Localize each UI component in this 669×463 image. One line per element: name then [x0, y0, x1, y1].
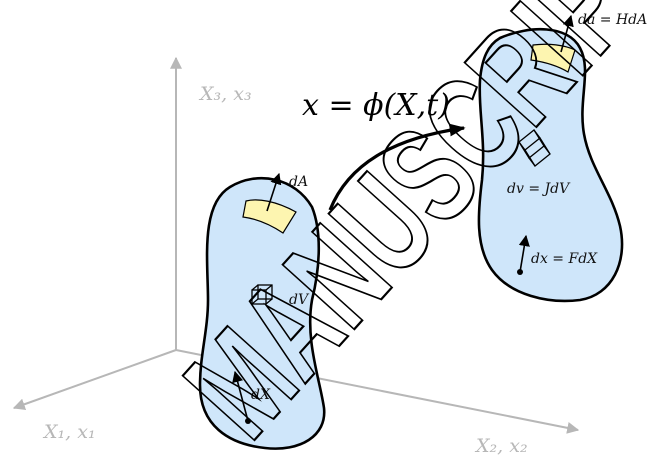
mapping: x = ϕ(X,t) — [302, 88, 466, 211]
reference-area-normal-arrow — [266, 172, 282, 212]
x1-axis-label: X₁, x₁ — [42, 421, 96, 443]
current-volume-element-icon — [518, 129, 551, 167]
reference-volume-label: dV — [289, 292, 310, 308]
reference-body-outline — [198, 176, 326, 450]
current-body: da = HdA dv = JdV dx = FdX — [477, 12, 647, 303]
current-area-patch — [530, 43, 576, 73]
reference-line-element-arrow — [232, 370, 249, 422]
current-volume-label: dv = JdV — [507, 181, 571, 197]
reference-body: dA dV dX — [198, 172, 326, 450]
current-body-outline — [477, 27, 624, 303]
reference-area-patch — [242, 199, 297, 234]
reference-line-vector-label: dX — [251, 387, 271, 403]
x1-axis — [12, 349, 177, 411]
current-line-element-arrow — [518, 234, 530, 273]
mapping-arrow — [328, 123, 466, 211]
current-area-normal-arrow — [560, 14, 574, 53]
current-line-vector-label: dx = FdX — [531, 251, 598, 267]
mapping-label: x = ϕ(X,t) — [302, 88, 450, 123]
x2-axis-label: X₂, x₂ — [474, 435, 528, 457]
current-area-vector-label: da = HdA — [578, 12, 647, 28]
reference-area-vector-label: dA — [289, 174, 308, 190]
reference-volume-element-icon — [251, 284, 273, 305]
x3-axis-label: X₃, x₃ — [198, 83, 252, 105]
